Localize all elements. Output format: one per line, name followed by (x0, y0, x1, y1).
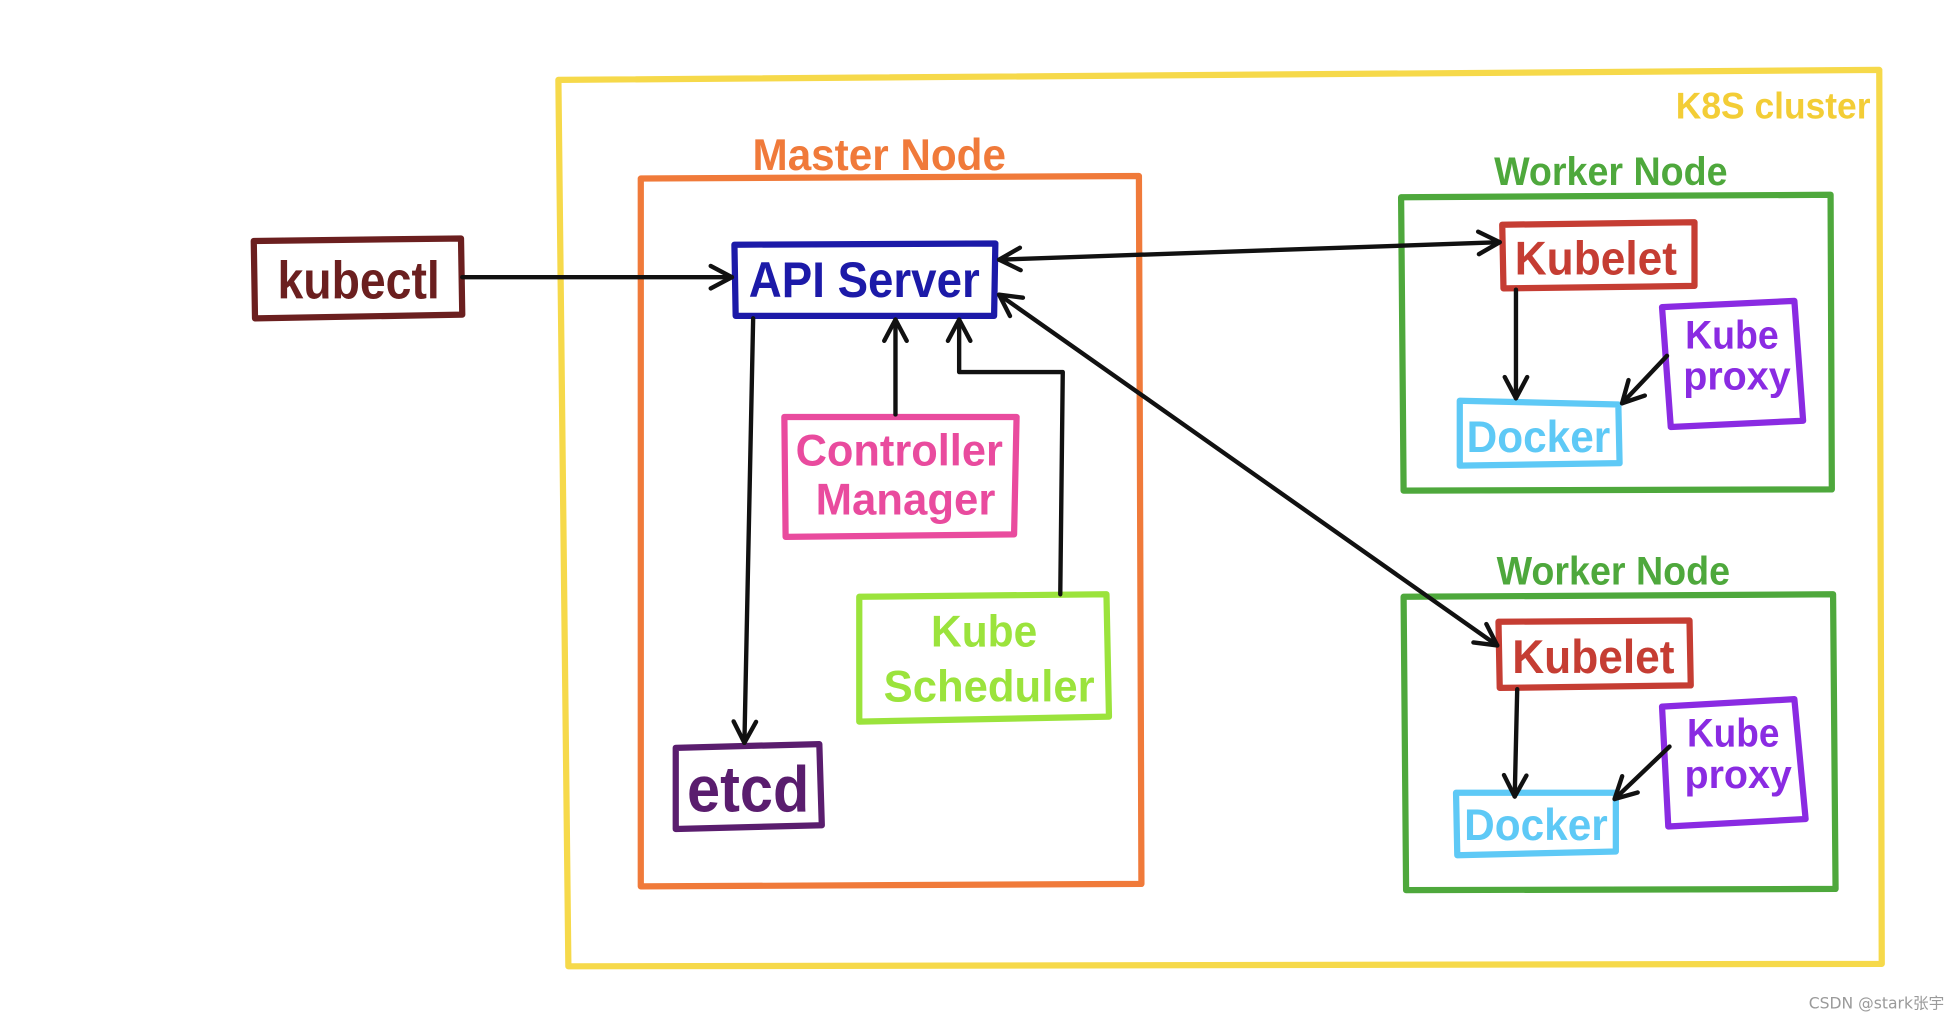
worker-node-2-label: Worker Node (1497, 549, 1730, 593)
etcd-label: etcd (687, 753, 809, 826)
worker-node-2-kubelet-label: Kubelet (1512, 631, 1674, 684)
controller-manager-box: Controller Manager (781, 413, 1020, 540)
kubectl-label: kubectl (277, 252, 439, 310)
k8s-cluster-border (555, 66, 1885, 970)
etcd-box: etcd (672, 740, 825, 833)
watermark: CSDN @stark张宇 (1809, 995, 1944, 1013)
arrow-api-server-to-etcd (731, 316, 759, 746)
worker-node-1-kubelet-border (1499, 219, 1698, 292)
kube-scheduler-label-line2: Scheduler (884, 661, 1095, 712)
master-node: Master Node (637, 129, 1145, 890)
master-node-label: Master Node (753, 129, 1006, 180)
controller-manager-label-line1: Controller (796, 425, 1003, 476)
k8s-cluster: K8S cluster (555, 66, 1885, 970)
arrow-kube-proxy-1-to-docker-1 (1619, 353, 1670, 406)
worker-node-1-label: Worker Node (1494, 150, 1727, 194)
worker-node-2-border (1400, 591, 1839, 894)
worker-node-2-docker-border (1452, 789, 1619, 859)
worker-node-2: Worker Node Kubelet Kube proxy Docker (1400, 549, 1839, 894)
worker-node-2-kube-proxy-border (1658, 696, 1809, 830)
kube-scheduler-label-line1: Kube (931, 606, 1037, 657)
worker-node-1-kube-proxy-label-line2: proxy (1683, 355, 1790, 399)
k8s-cluster-label: K8S cluster (1676, 85, 1871, 127)
worker-node-2-kube-proxy-label-line2: proxy (1685, 753, 1792, 797)
arrow-kube-proxy-2-to-docker-2 (1612, 744, 1672, 802)
worker-node-1-kubelet-label: Kubelet (1515, 233, 1677, 286)
worker-node-1-kube-proxy-label-line1: Kube (1685, 313, 1779, 357)
connector-arrows (460, 229, 1672, 802)
arrow-api-server-kubelet-2 (996, 292, 1500, 648)
worker-node-2-kubelet-border (1495, 617, 1694, 692)
api-server-border (731, 240, 999, 319)
arrow-kube-scheduler-to-api-server (945, 317, 1065, 597)
worker-node-1-docker-label: Docker (1467, 411, 1611, 462)
kubectl-border (250, 235, 466, 322)
api-server-box: API Server (731, 240, 999, 319)
master-node-border (637, 172, 1145, 890)
controller-manager-label-line2: Manager (816, 473, 996, 524)
arrow-kubelet-2-to-docker-2 (1501, 686, 1529, 799)
worker-node-1-kube-proxy-border (1658, 297, 1807, 431)
worker-node-2-docker-label: Docker (1464, 799, 1608, 850)
worker-node-2-kube-proxy-label-line1: Kube (1687, 712, 1779, 756)
api-server-label: API Server (749, 252, 980, 308)
arrow-api-server-kubelet-1 (996, 229, 1502, 273)
kubectl-box: kubectl (250, 235, 466, 322)
etcd-border (672, 740, 825, 833)
